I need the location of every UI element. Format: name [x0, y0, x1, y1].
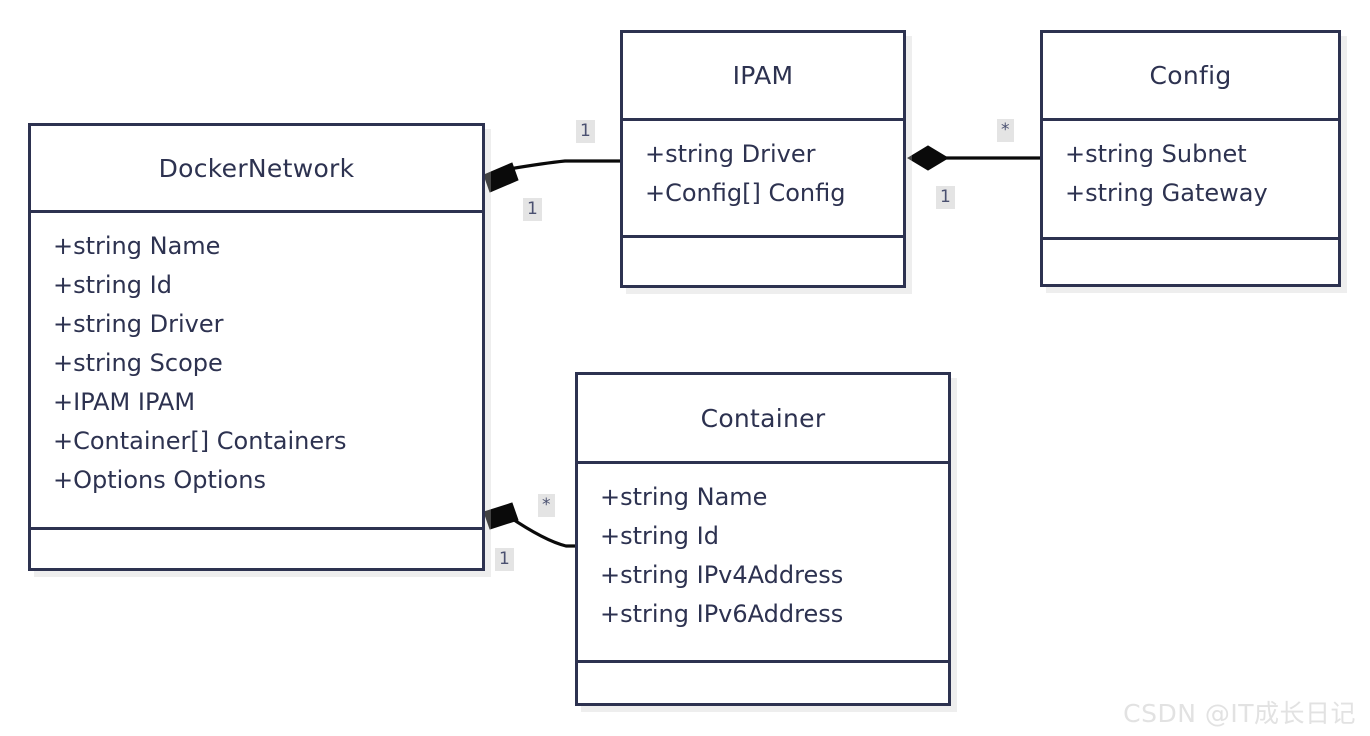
class-attribute: +string Scope: [53, 349, 223, 377]
class-attribute: +Container[] Containers: [53, 427, 347, 455]
class-attributes-ipam: +string Driver +Config[] Config: [623, 121, 903, 238]
class-attribute: +string Subnet: [1065, 140, 1247, 168]
relationship-ipam-config: [907, 145, 1040, 171]
class-attribute: +IPAM IPAM: [53, 388, 196, 416]
class-attribute: +string Gateway: [1065, 179, 1268, 207]
class-attribute: +Options Options: [53, 466, 266, 494]
class-attributes-config: +string Subnet +string Gateway: [1043, 121, 1338, 240]
multiplicity-dockernetwork-ipam-source: 1: [523, 198, 542, 221]
class-attributes-container: +string Name +string Id +string IPv4Addr…: [578, 464, 948, 663]
class-box-ipam[interactable]: IPAM +string Driver +Config[] Config: [620, 30, 906, 288]
class-box-container[interactable]: Container +string Name +string Id +strin…: [575, 372, 951, 706]
relationship-dockernetwork-ipam: [483, 159, 620, 193]
class-attribute: +string Name: [53, 232, 221, 260]
class-attributes-dockernetwork: +string Name +string Id +string Driver +…: [31, 213, 482, 530]
multiplicity-dockernetwork-container-source: 1: [495, 548, 514, 571]
class-title-ipam: IPAM: [623, 33, 903, 121]
class-attribute: +string Id: [600, 522, 719, 550]
multiplicity-dockernetwork-container-target: *: [538, 494, 555, 517]
class-attribute: +string Driver: [53, 310, 224, 338]
class-attribute: +Config[] Config: [645, 179, 846, 207]
multiplicity-ipam-config-source: 1: [936, 186, 955, 209]
multiplicity-dockernetwork-ipam-target: 1: [576, 120, 595, 143]
class-title-container: Container: [578, 375, 948, 464]
watermark-text: CSDN @IT成长日记: [1123, 699, 1356, 728]
class-title-config: Config: [1043, 33, 1338, 121]
class-methods-dockernetwork: [31, 530, 482, 568]
class-box-dockernetwork[interactable]: DockerNetwork +string Name +string Id +s…: [28, 123, 485, 571]
class-title-dockernetwork: DockerNetwork: [31, 126, 482, 213]
class-attribute: +string IPv6Address: [600, 600, 844, 628]
relationship-dockernetwork-container: [483, 502, 575, 548]
class-box-config[interactable]: Config +string Subnet +string Gateway: [1040, 30, 1341, 287]
class-methods-ipam: [623, 238, 903, 285]
class-attribute: +string Name: [600, 483, 768, 511]
multiplicity-ipam-config-target: *: [997, 119, 1014, 142]
class-attribute: +string Id: [53, 271, 172, 299]
class-attribute: +string Driver: [645, 140, 816, 168]
class-methods-container: [578, 663, 948, 703]
class-attribute: +string IPv4Address: [600, 561, 844, 589]
class-methods-config: [1043, 240, 1338, 284]
